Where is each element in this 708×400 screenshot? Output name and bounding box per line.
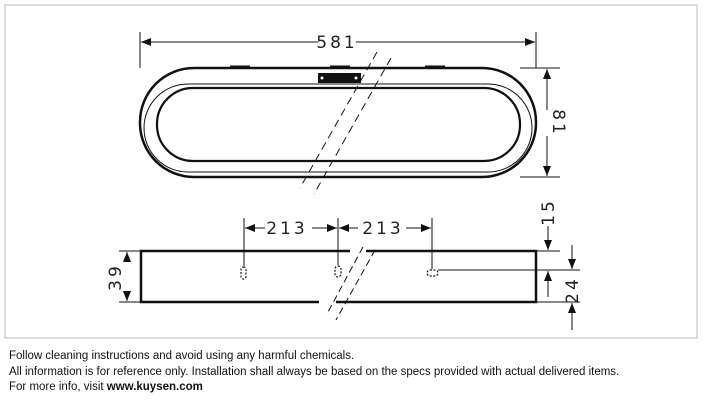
mounting-hole [334, 265, 342, 278]
note-reference: All information is for reference only. I… [9, 365, 620, 378]
inner-ring-outline [155, 86, 522, 163]
dimension-length-label: 581 [316, 33, 357, 53]
mounting-hole [240, 266, 247, 280]
break-line [313, 57, 392, 195]
note-more-info-text: For more info, visit [9, 381, 107, 393]
break-line [327, 246, 364, 313]
ring-edge [143, 83, 533, 173]
drawing-frame [4, 4, 698, 339]
dimension-hole-spacing-left-label: 213 [266, 219, 307, 239]
notes: Follow cleaning instructions and avoid u… [9, 349, 619, 396]
website-link[interactable]: www.kuysen.com [106, 381, 203, 393]
mounting-hole [426, 269, 439, 277]
note-cleaning: Follow cleaning instructions and avoid u… [9, 350, 355, 362]
dimension-hole-height-label: 24 [563, 276, 583, 304]
break-line [335, 249, 376, 321]
dimension-depth-label: 81 [548, 109, 568, 137]
dimension-top-offset-label: 15 [539, 198, 559, 226]
break-line [299, 51, 378, 189]
dimension-height-label: 39 [106, 263, 126, 291]
note-more-info: For more info, visit www.kuysen.com [9, 380, 619, 396]
side-view [119, 218, 580, 330]
top-view [138, 32, 560, 195]
dimension-hole-spacing-right-label: 213 [362, 219, 403, 239]
mounting-bracket [318, 73, 361, 83]
